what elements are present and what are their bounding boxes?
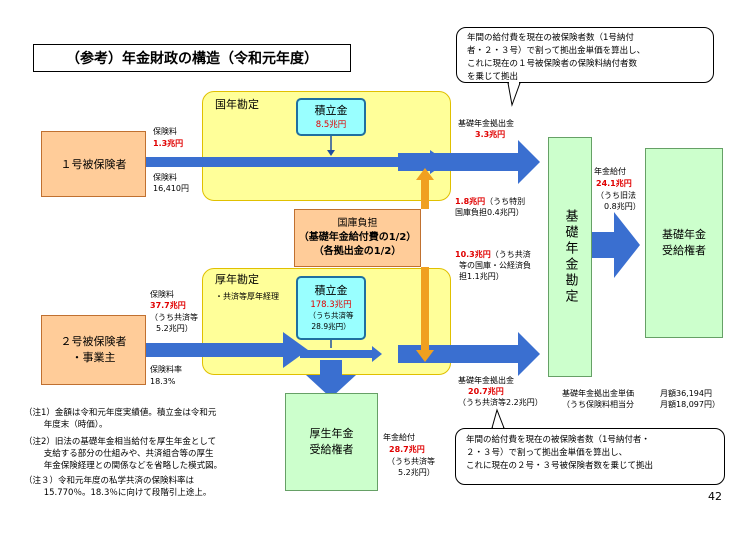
- jukyukensha-label: 厚生年金: [309, 427, 354, 440]
- futan-value: 1.8兆円: [455, 197, 486, 206]
- kiso-jukyukensha: 基礎年金 受給権者: [645, 148, 723, 338]
- hokenryo-label: 保険料: [150, 290, 174, 299]
- note-line: 支給する部分の仕組みや、共済組合等の厚生: [24, 449, 214, 459]
- arrow-kokko-down: [416, 267, 434, 362]
- arrow-hokenryo-1: [146, 150, 447, 174]
- kyufu-label: 年金給付: [594, 167, 626, 176]
- futan-text: 国庫負担0.4兆円）: [455, 208, 524, 217]
- note-line: 年度末（時価）。: [24, 420, 108, 430]
- tanka-label: 基礎年金拠出金単価: [562, 389, 634, 398]
- tanka-value: 月額18,097円）: [660, 400, 720, 409]
- kokunen-label: 国年勘定: [215, 98, 259, 111]
- hokenryo-monthly-label: 保険料: [153, 173, 177, 182]
- hihokensha-label: ２号被保険者: [60, 335, 127, 348]
- kounen-sub: ・共済等厚年経理: [215, 292, 279, 301]
- callout-line: を乗じて拠出: [467, 72, 519, 82]
- kokko-line: 国庫負担: [337, 218, 378, 229]
- jukyukensha-label: 受給権者: [662, 244, 706, 257]
- hihokensha-1: １号被保険者: [41, 131, 146, 197]
- kyoshutsu-value: 3.3兆円: [475, 130, 506, 139]
- kanjo-label: 基礎年金勘定: [562, 209, 578, 305]
- kyoshutsu-value: 20.7兆円: [468, 387, 504, 396]
- futan-text: 等の国庫・公経済負: [459, 261, 531, 270]
- callout-line: 者・２・３号）で割って拠出金単価を算出し、: [467, 46, 646, 56]
- kyufu-sub: （うち共済等: [387, 457, 435, 466]
- hokenryo-label: 保険料: [153, 127, 177, 136]
- kiso-nenkin-kanjo: 基礎年金勘定: [548, 137, 592, 377]
- note-line: 年金保険経理との関係などを省略した模式図。: [24, 461, 223, 471]
- kyufu-sub: 5.2兆円）: [398, 468, 435, 477]
- hokenryo-sub: 5.2兆円）: [156, 324, 193, 333]
- callout-kyoshutsu-1: 年間の給付費を現在の被保険者数（1号納付 者・２・３号）で割って拠出金単価を算出…: [456, 27, 714, 83]
- note-line: （注1）金額は令和元年度実績値。積立金は令和元: [24, 408, 217, 418]
- hokenryo-value: 37.7兆円: [150, 301, 186, 310]
- tsumitate-label: 積立金: [314, 104, 348, 117]
- hokenryo-value: 1.3兆円: [153, 139, 184, 148]
- hokenryo-rate-value: 18.3%: [150, 377, 176, 386]
- kokko-line: （各拠出金の1/2）: [313, 246, 402, 257]
- kyufu-sub: 0.8兆円）: [604, 202, 641, 211]
- hihokensha-label: １号被保険者: [60, 158, 127, 171]
- jukyukensha-label: 受給権者: [309, 443, 354, 456]
- hihokensha-label: ・事業主: [71, 351, 116, 364]
- tsumitate-kokunen: 積立金 8.5兆円: [296, 98, 366, 136]
- page-number: 42: [708, 490, 722, 503]
- arrow-kokko-up: [416, 168, 434, 209]
- callout-line: 年間の給付費を現在の被保険者数（1号納付者・: [466, 435, 650, 445]
- arrow-hokenryo-2: [146, 332, 308, 368]
- arrow-kyufu-1: [592, 212, 640, 278]
- hokenryo-sub: （うち共済等: [150, 313, 198, 322]
- kyoshutsu-label: 基礎年金拠出金: [458, 119, 514, 128]
- page-title: （参考）年金財政の構造（令和元年度）: [33, 44, 351, 72]
- hokenryo-rate-label: 保険料率: [150, 365, 182, 374]
- note-line: （注３）令和元年度の私学共済の保険料率は: [24, 476, 195, 486]
- kyufu-value: 24.1兆円: [596, 179, 632, 188]
- kokko-line: （基礎年金給付費の1/2）: [298, 232, 417, 243]
- kyoshutsu-label: 基礎年金拠出金: [458, 376, 514, 385]
- note-line: 15.770％。18.3％に向けて段階引上途上。: [24, 488, 212, 498]
- note-line: （注2）旧法の基礎年金相当給付を厚生年金として: [24, 437, 217, 447]
- arrow-kounen-down: [306, 360, 356, 398]
- tanka-label: （うち保険料相当分: [562, 400, 634, 409]
- tanka-value: 月額36,194円: [660, 389, 712, 398]
- arrow-kyoshutsu-2: [398, 332, 540, 376]
- callout-line: これに現在の２号・３号被保険者数を乗じて拠出: [466, 461, 654, 471]
- tsumitate-value: 8.5兆円: [315, 120, 347, 130]
- callout-line: これに現在の１号被保険者の保険料納付者数: [467, 59, 638, 69]
- callout-kyoshutsu-2: 年間の給付費を現在の被保険者数（1号納付者・ ２・３号）で割って拠出金単価を算出…: [455, 428, 725, 485]
- tsumitate-sub: 28.9兆円）: [311, 322, 351, 331]
- callout-line: ２・３号）で割って拠出金単価を算出し、: [466, 448, 628, 458]
- kyufu-label: 年金給付: [383, 433, 415, 442]
- tsumitate-label: 積立金: [314, 284, 348, 297]
- arrow-kounen-inner: [300, 346, 382, 362]
- kounen-label: 厚年勘定: [215, 273, 259, 286]
- kokko-futan-box: 国庫負担 （基礎年金給付費の1/2） （各拠出金の1/2）: [294, 209, 421, 267]
- futan-text: （うち特別: [485, 197, 526, 206]
- kyufu-sub: （うち旧法: [596, 191, 636, 200]
- futan-text: （うち共済: [490, 250, 531, 259]
- kyoshutsu-sub: （うち共済等2.2兆円）: [458, 398, 543, 407]
- kyufu-value: 28.7兆円: [389, 445, 425, 454]
- callout-line: 年間の給付費を現在の被保険者数（1号納付: [467, 33, 634, 43]
- hihokensha-2: ２号被保険者 ・事業主: [41, 315, 146, 385]
- hokenryo-monthly-value: 16,410円: [153, 184, 189, 193]
- futan-value: 10.3兆円: [455, 250, 491, 259]
- arrow-kyoshutsu-1: [398, 140, 540, 184]
- tsumitate-value: 178.3兆円: [310, 300, 352, 310]
- tsumitate-sub: （うち共済等: [308, 311, 354, 320]
- tsumitate-kounen: 積立金 178.3兆円 （うち共済等 28.9兆円）: [296, 276, 366, 340]
- futan-text: 担1.1兆円）: [459, 272, 504, 281]
- kousei-jukyukensha: 厚生年金 受給権者: [285, 393, 378, 491]
- jukyukensha-label: 基礎年金: [662, 228, 706, 241]
